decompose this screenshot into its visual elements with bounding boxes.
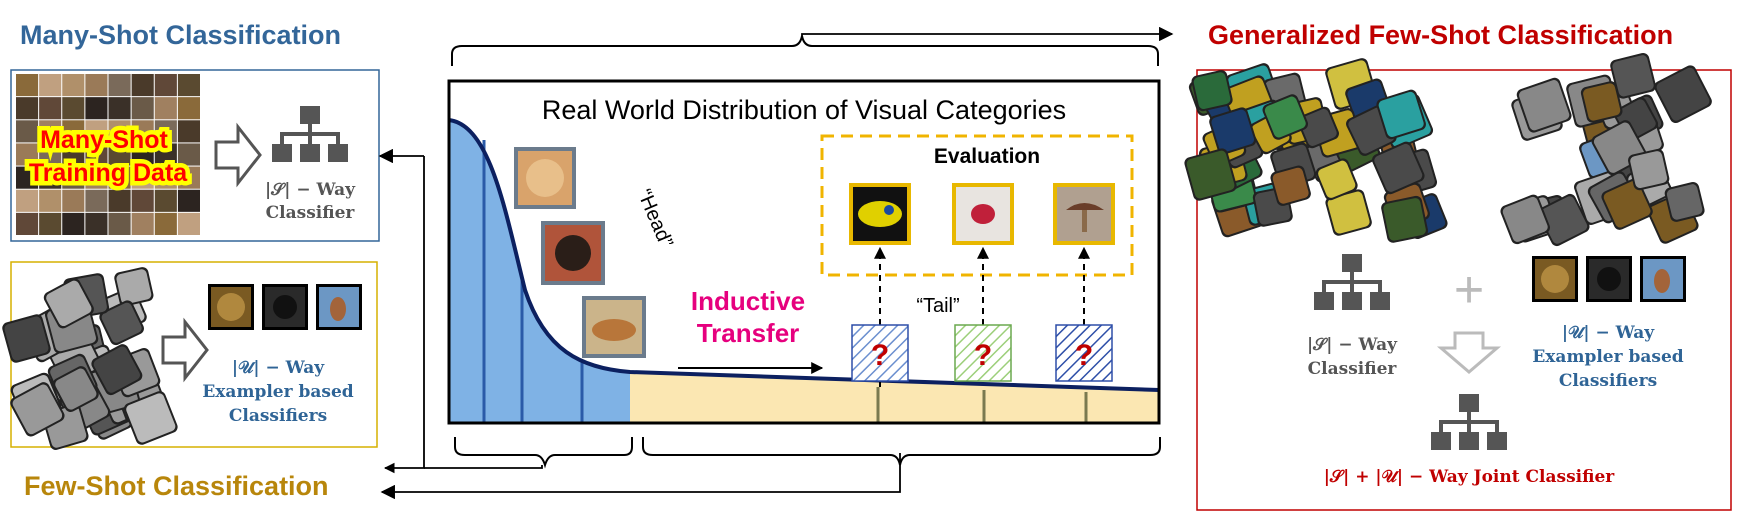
few-shot-classifier-label-2: Exampler based xyxy=(202,382,353,402)
arrow-to-few-shot-title xyxy=(380,453,901,500)
query-mark-2: ? xyxy=(974,339,992,372)
gfs-u-classifier-label-1: |𝒰| − Way xyxy=(1562,323,1655,343)
many-shot-training-label-2: Training Data xyxy=(29,159,188,187)
gfs-joint-classifier-label: |𝒮| + |𝒰| − Way Joint Classifier xyxy=(1324,467,1616,487)
head-brace xyxy=(454,437,633,469)
gfs-s-classifier-label-2: Classifier xyxy=(1308,359,1398,379)
gfs-u-classifier-label-3: Classifiers xyxy=(1559,371,1657,391)
gfs-s-classifier-label-1: |𝒮| − Way xyxy=(1307,335,1398,355)
gfs-many-shot-stack xyxy=(1184,58,1448,243)
right-arrow-icon xyxy=(214,122,262,188)
few-shot-tile-stack xyxy=(2,267,178,450)
inductive-transfer-label-2: Transfer xyxy=(697,318,800,348)
gfs-few-shot-stack xyxy=(1500,52,1712,247)
arrow-to-few-shot-panel xyxy=(383,156,425,474)
query-mark-1: ? xyxy=(871,339,889,372)
tail-label: “Tail” xyxy=(916,295,959,317)
distribution-curve xyxy=(448,118,1160,392)
evaluation-label: Evaluation xyxy=(934,145,1040,168)
top-brace xyxy=(451,35,1159,66)
right-arrow-icon xyxy=(161,317,209,383)
plot-title: Real World Distribution of Visual Catego… xyxy=(542,95,1066,125)
head-thumbnails xyxy=(514,147,646,358)
query-boxes xyxy=(851,324,1113,382)
gfs-u-classifier-label-2: Exampler based xyxy=(1532,347,1683,367)
down-arrow-icon xyxy=(1436,331,1502,374)
arrow-to-gfs xyxy=(801,26,1174,42)
many-shot-training-label-1: Many-Shot xyxy=(40,126,168,154)
query-arrows xyxy=(874,246,1090,387)
few-shot-exemplars xyxy=(208,284,362,330)
evaluation-thumbnails xyxy=(849,183,1115,245)
many-shot-classifier-label-1: |𝒮| − Way xyxy=(265,180,356,200)
many-shot-classifier-label-2: Classifier xyxy=(266,203,356,223)
query-mark-3: ? xyxy=(1075,339,1093,372)
plus-icon: + xyxy=(1454,261,1484,319)
inductive-transfer-label-1: Inductive xyxy=(691,286,805,316)
many-shot-title: Many-Shot Classification xyxy=(20,20,341,50)
gfs-title: Generalized Few-Shot Classification xyxy=(1208,20,1673,50)
gfs-exemplars xyxy=(1532,256,1686,302)
few-shot-classifier-label-3: Classifiers xyxy=(229,406,327,426)
many-shot-image-grid xyxy=(16,74,200,235)
few-shot-classifier-label-1: |𝒰| − Way xyxy=(232,358,325,378)
tail-brace xyxy=(642,437,1161,466)
few-shot-title: Few-Shot Classification xyxy=(24,471,329,501)
